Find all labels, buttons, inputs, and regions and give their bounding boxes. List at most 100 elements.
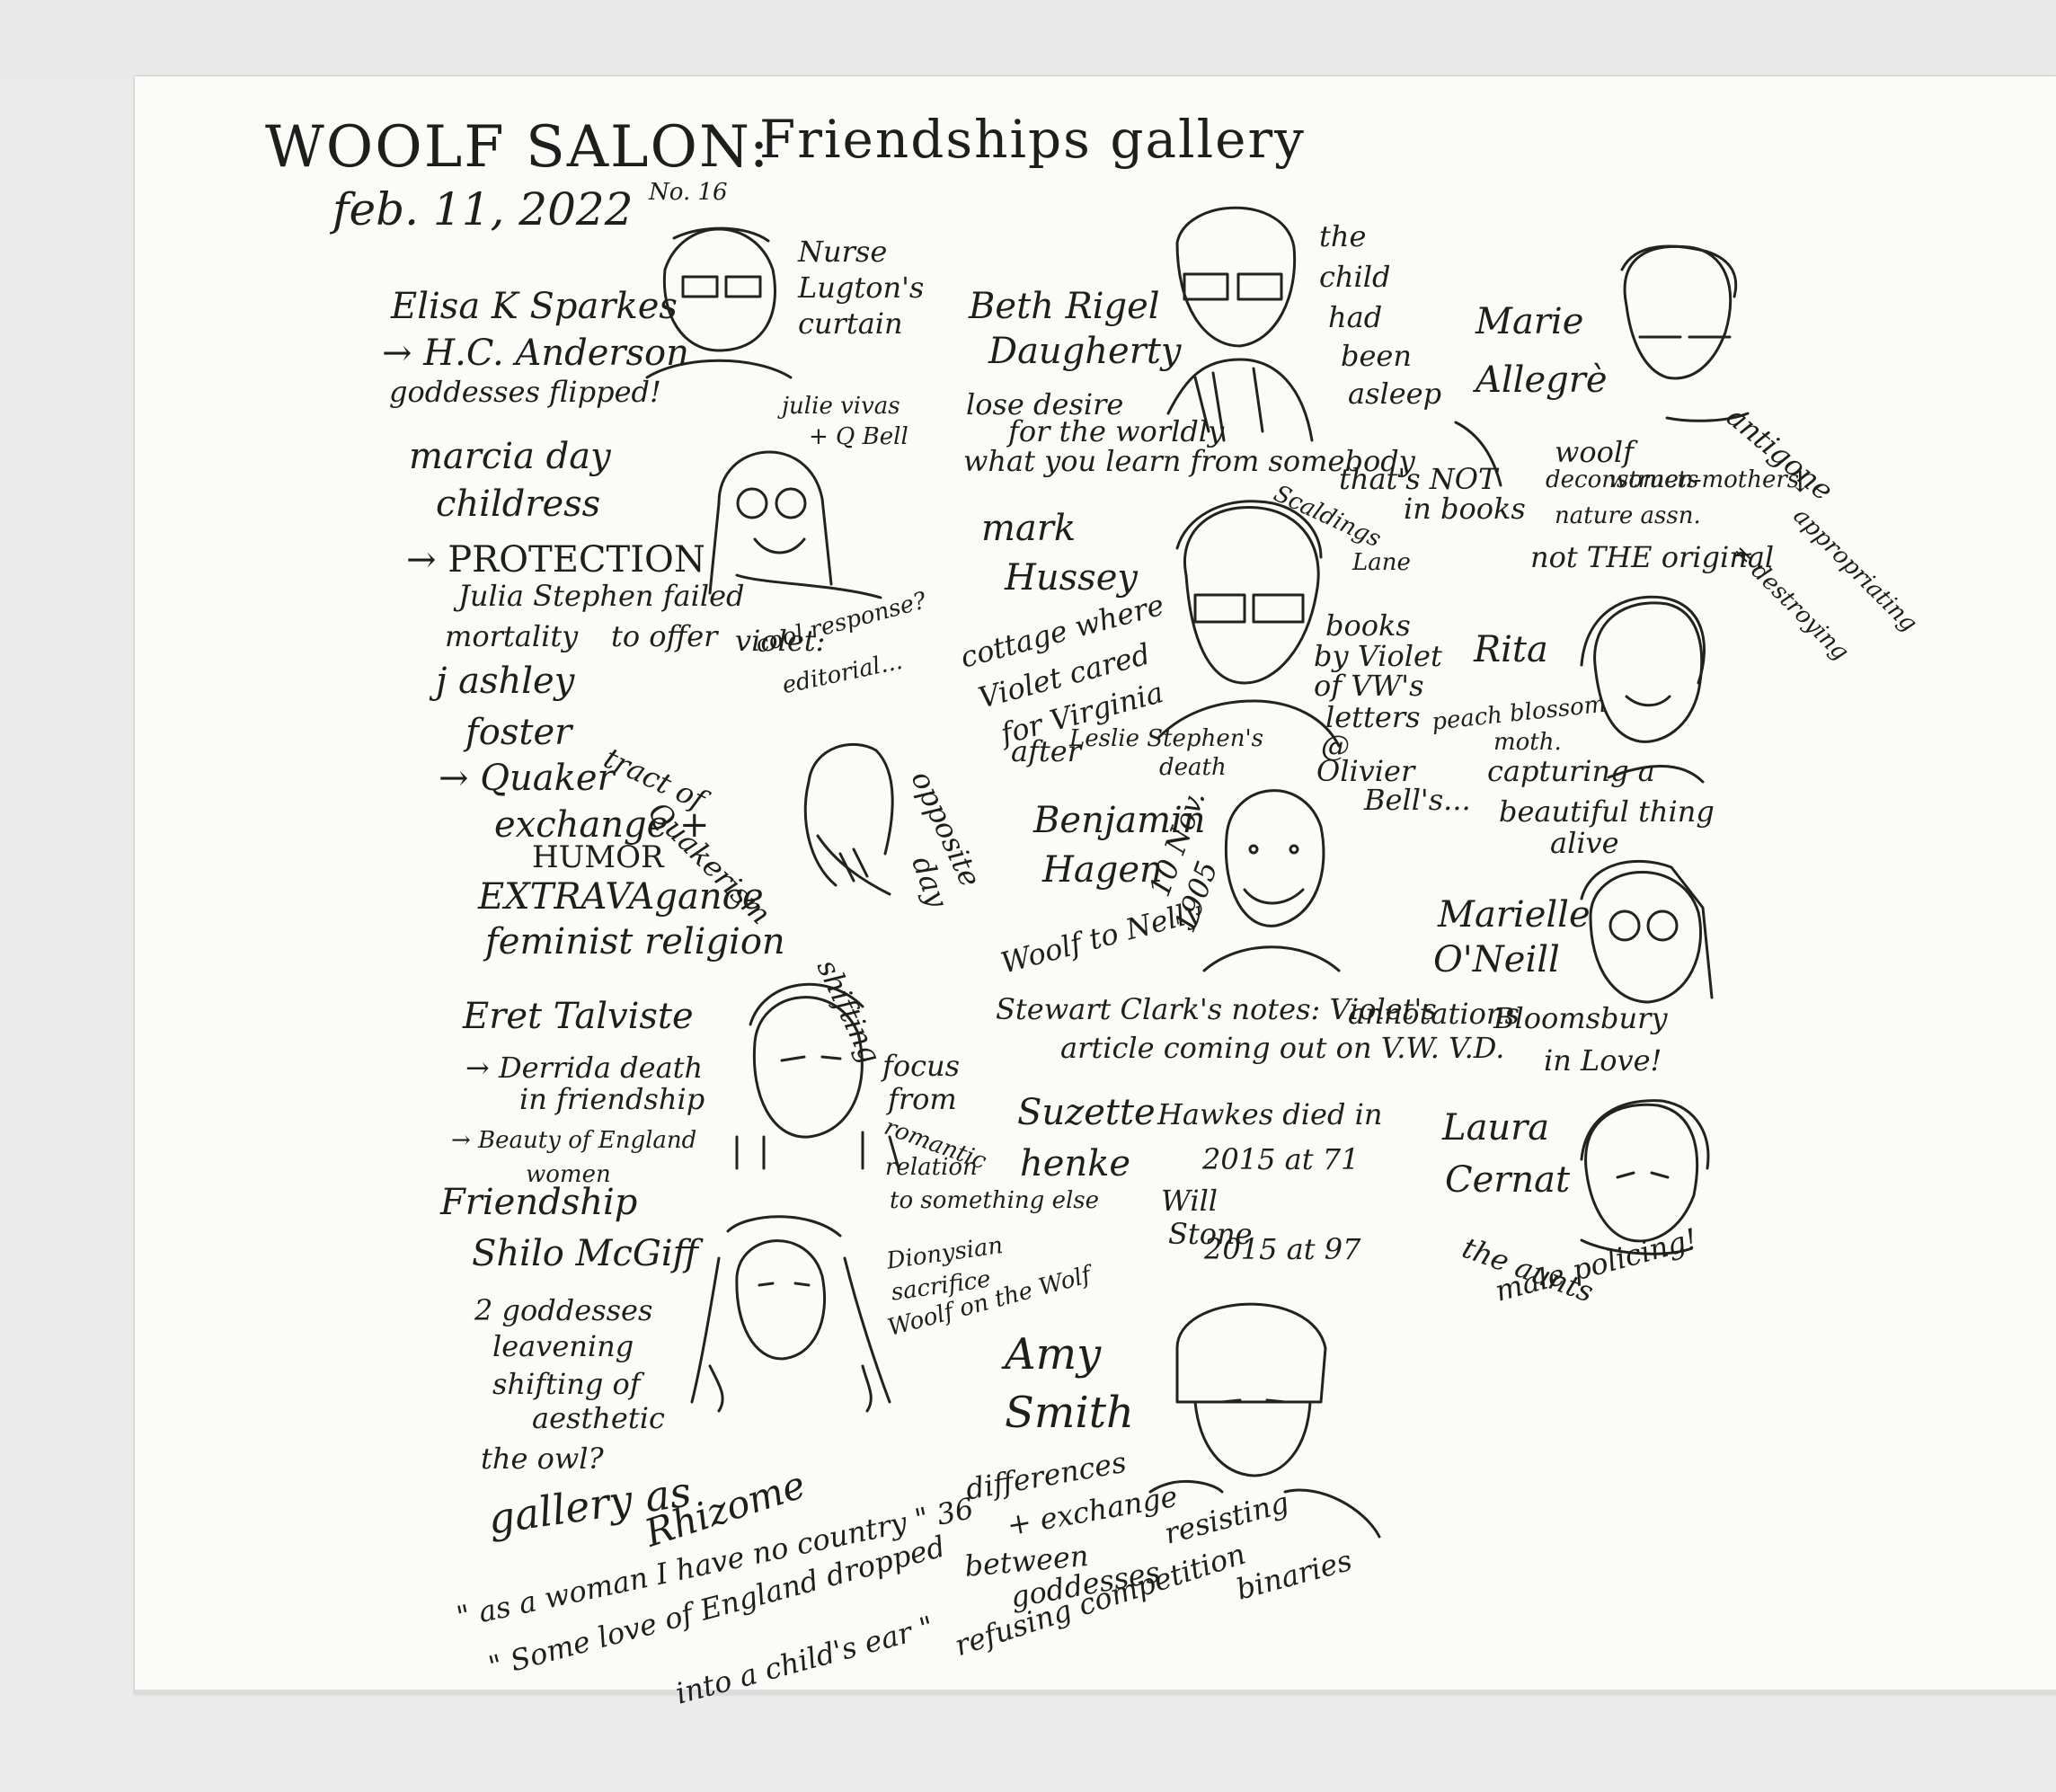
face-sketch-rita	[1580, 595, 1706, 784]
suzette-name-2: henke	[1020, 1143, 1131, 1184]
marie-name-1: Marie	[1476, 301, 1584, 342]
marielle-note-1: Bloomsbury	[1493, 1001, 1668, 1035]
marie-note-3: women-mothers	[1608, 466, 1800, 493]
child-note-4: been	[1341, 339, 1412, 373]
mark-note-6: death	[1159, 754, 1227, 781]
suzette-name-1: Suzette	[1017, 1092, 1156, 1133]
face-sketch-benjamin	[1202, 789, 1341, 972]
child-note-2: child	[1319, 260, 1391, 294]
laura-name-2: Cernat	[1445, 1159, 1571, 1201]
eret-name: Eret Talviste	[463, 996, 694, 1037]
books-note-2: by Violet	[1314, 639, 1442, 673]
face-sketch-shilo	[690, 1215, 891, 1413]
beth-note-4: that's NOT	[1339, 462, 1498, 496]
mark-note-5: Leslie Stephen's	[1069, 725, 1263, 752]
benjamin-note-4: Stewart Clark's notes: Violet's	[996, 992, 1437, 1026]
shilo-name: Shilo McGiff	[472, 1233, 698, 1274]
marcia-note-3: to offer	[611, 619, 718, 653]
face-sketch-opposite	[803, 742, 894, 896]
rita-note-3: capturing a	[1487, 754, 1655, 788]
arrow-marks	[1454, 421, 1502, 487]
rita-name: Rita	[1474, 629, 1548, 670]
books-note-4: letters	[1325, 700, 1421, 734]
face-sketch-eret	[735, 982, 900, 1170]
ashley-note-6: EXTRAVAgance	[478, 876, 764, 918]
face-sketch-marielle	[1580, 860, 1714, 1004]
marielle-note-2: in Love!	[1544, 1043, 1662, 1078]
date-label: feb. 11, 2022	[332, 183, 634, 235]
laura-name-1: Laura	[1442, 1107, 1550, 1149]
marcia-note-4: mortality	[445, 619, 579, 653]
marcia-note-2: Julia Stephen failed	[458, 579, 745, 613]
face-sketch-elisa	[645, 226, 793, 379]
benjamin-note-6: article coming out on V.W. V.D.	[1060, 1031, 1505, 1065]
suzette-note-3: Will	[1161, 1184, 1219, 1218]
books-note-3: of VW's	[1314, 669, 1424, 703]
ashley-name-2: foster	[465, 712, 572, 753]
scaldings-note-2: Lane	[1352, 549, 1411, 576]
amy-name-1: Amy	[1005, 1329, 1102, 1379]
marielle-name-1: Marielle	[1438, 894, 1591, 936]
books-note-5: @	[1321, 729, 1350, 763]
shilo-note-5: the owl?	[481, 1442, 604, 1476]
nurse-note-2: Lugton's	[798, 271, 925, 305]
marie-note-4: nature assn.	[1555, 502, 1701, 529]
sketch-paper	[135, 76, 2056, 1694]
shifting-note-2: focus	[882, 1049, 961, 1083]
marcia-name-1: marcia day	[409, 436, 611, 477]
benjamin-name-2: Hagen	[1042, 849, 1163, 891]
face-sketch-mark	[1157, 500, 1341, 748]
mark-note-4: after	[1011, 734, 1082, 768]
mark-name-1: mark	[981, 508, 1077, 549]
shilo-note-3: shifting of	[492, 1367, 641, 1401]
marielle-name-2: O'Neill	[1433, 939, 1560, 980]
ashley-name-1: j ashley	[436, 661, 575, 702]
mark-name-2: Hussey	[1005, 557, 1138, 599]
elisa-note-2: goddesses flipped!	[389, 375, 661, 409]
face-sketch-amy	[1148, 1302, 1381, 1539]
books-note-7: Bell's...	[1364, 783, 1471, 817]
beth-name-1: Beth Rigel	[969, 286, 1160, 327]
suzette-note-2: 2015 at 71	[1202, 1142, 1360, 1176]
rita-note-5: alive	[1550, 826, 1619, 860]
elisa-name: Elisa K Sparkes	[391, 286, 678, 327]
rita-note-2: moth.	[1493, 729, 1562, 756]
suzette-note-1: Hawkes died in	[1157, 1097, 1383, 1131]
eret-note-4: women	[526, 1161, 611, 1188]
face-sketch-laura	[1580, 1099, 1710, 1255]
suzette-note-5: 2015 at 97	[1204, 1232, 1361, 1266]
ashley-note-4: exchange +	[494, 804, 710, 846]
antigone-note-2: ↓	[1788, 465, 1812, 499]
face-sketch-marie	[1620, 244, 1750, 422]
beth-name-2: Daugherty	[988, 331, 1182, 372]
child-note-3: had	[1328, 300, 1383, 334]
shifting-note-6: to something else	[890, 1187, 1099, 1214]
shilo-note-1: 2 goddesses	[474, 1293, 653, 1327]
marcia-name-2: childress	[436, 483, 601, 525]
eret-note-3: → Beauty of England	[451, 1127, 697, 1154]
elisa-note-1: → H.C. Anderson	[382, 333, 689, 374]
rita-note-4: beautiful thing	[1499, 794, 1715, 829]
nurse-note-3: curtain	[798, 306, 903, 341]
books-note-1: books	[1325, 608, 1411, 643]
nurse-note-4: julie vivas	[782, 393, 900, 420]
ashley-note-1: → Quaker	[439, 758, 615, 799]
shilo-note-2: leavening	[492, 1329, 634, 1363]
nurse-note-5: + Q Bell	[809, 423, 908, 450]
issue-number: No. 16	[649, 179, 728, 206]
marie-note-1: woolf	[1555, 435, 1634, 469]
suzette-note-4: Stone	[1168, 1217, 1253, 1251]
paper-edge	[135, 1690, 2056, 1695]
ashley-note-5: HUMOR	[532, 839, 664, 875]
beth-note-5: in books	[1404, 492, 1526, 526]
child-note-5: asleep	[1348, 377, 1442, 411]
shilo-note-4: aesthetic	[532, 1401, 665, 1435]
benjamin-name-1: Benjamin	[1033, 800, 1206, 841]
child-note-1: the	[1319, 219, 1367, 253]
beth-note-2: for the worldly	[1008, 414, 1225, 448]
eret-note-5: Friendship	[440, 1182, 638, 1223]
page-title: WOOLF SALON:	[265, 114, 771, 181]
ashley-note-7: feminist religion	[485, 921, 785, 963]
books-note-6: Olivier	[1316, 754, 1415, 788]
face-sketch-violet	[708, 450, 882, 599]
